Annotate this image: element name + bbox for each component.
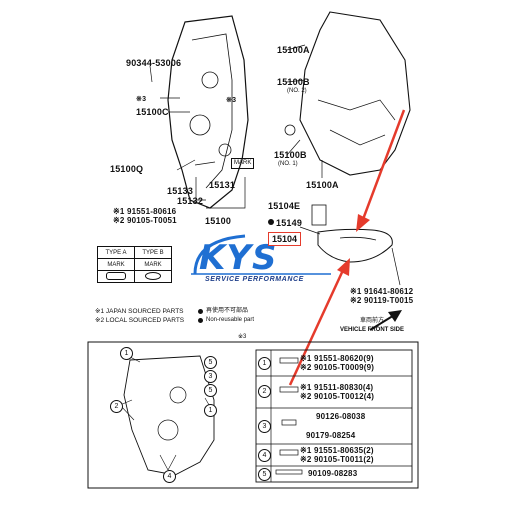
type-b-symbol — [134, 270, 172, 283]
detail-callout-4: 4 — [163, 470, 176, 483]
label-15104-highlight: 15104 — [268, 232, 302, 246]
label-no2: (NO. 2) — [287, 88, 307, 94]
label-15104E: 15104E — [268, 201, 301, 211]
label-no1: (NO. 1) — [278, 161, 298, 167]
type-a-symbol — [97, 270, 135, 283]
bolt-row-1-no: 1 — [258, 357, 271, 370]
label-15100: 15100 — [205, 216, 232, 226]
type-a-header: TYPE A — [97, 246, 135, 259]
bolt-row-2-code2: ※2 90105-T0012(4) — [300, 392, 375, 401]
label-right-code1: ※1 91641-80612 — [350, 287, 414, 296]
legend-japan: ※1 JAPAN SOURCED PARTS — [95, 308, 184, 315]
label-right-code2: ※2 90119-T0015 — [350, 296, 414, 305]
label-mark: MARK — [231, 158, 255, 169]
bolt-row-3-no: 3 — [258, 420, 271, 433]
bolt-row-3-code2: 90179-08254 — [306, 431, 356, 440]
logo-swoosh — [191, 234, 331, 275]
detail-callout-5a: 5 — [204, 356, 217, 369]
label-15100B-top: 15100B — [277, 77, 310, 87]
bolt-row-5-code1: 90109-08283 — [308, 469, 358, 478]
label-15100Q: 15100Q — [110, 164, 144, 174]
label-left-code2: ※2 90105-T0051 — [113, 216, 177, 225]
legend-front-en: VEHICLE FRONT SIDE — [340, 327, 405, 333]
bolt-row-5-no: 5 — [258, 468, 271, 481]
legend-nonreusable-cn: 再使用不可部品 — [206, 308, 249, 314]
label-15100C: 15100C — [136, 107, 169, 117]
label-15100A-mid: 15100A — [306, 180, 339, 190]
detail-callout-1a: 1 — [120, 347, 133, 360]
bolt-row-4-code2: ※2 90105-T0011(2) — [300, 455, 374, 464]
detail-mark: ※3 — [238, 334, 247, 340]
detail-callout-5b: 5 — [204, 384, 217, 397]
label-x3-right: ※3 — [226, 97, 237, 104]
bolt-row-1-code1: ※1 91551-80620(9) — [300, 354, 374, 363]
legend-front-cn: 車両前方 — [360, 318, 385, 324]
logo-text: KYS — [199, 238, 278, 278]
kys-logo: KYS SERVICE PERFORMANCE — [185, 230, 335, 290]
bolt-row-4-no: 4 — [258, 449, 271, 462]
label-90344-53006: 90344-53006 — [126, 58, 182, 68]
label-15100B-mid: 15100B — [274, 150, 307, 160]
bolt-row-3-code1: 90126-08038 — [316, 412, 366, 421]
bolt-row-2-code1: ※1 91511-80830(4) — [300, 383, 374, 392]
legend-dot-2 — [198, 318, 203, 323]
label-15100A-top: 15100A — [277, 45, 310, 55]
nonreusable-dot — [268, 219, 274, 225]
label-x3-left: ※3 — [136, 96, 147, 103]
detail-callout-3: 3 — [204, 370, 217, 383]
bolt-row-2-no: 2 — [258, 385, 271, 398]
label-15149: 15149 — [276, 218, 303, 228]
detail-callout-2: 2 — [110, 400, 123, 413]
legend-local: ※2 LOCAL SOURCED PARTS — [95, 317, 185, 324]
type-b-mark: MARK — [134, 258, 172, 271]
label-15132: 15132 — [177, 196, 204, 206]
detail-callout-1b: 1 — [204, 404, 217, 417]
label-15133: 15133 — [167, 186, 194, 196]
legend-dot-1 — [198, 309, 203, 314]
legend-nonreusable-en: Non-reusable part — [206, 317, 255, 323]
label-left-code1: ※1 91551-80616 — [113, 207, 177, 216]
type-b-header: TYPE B — [134, 246, 172, 259]
bolt-row-1-code2: ※2 90105-T0009(9) — [300, 363, 375, 372]
bolt-row-4-code1: ※1 91551-80635(2) — [300, 446, 374, 455]
logo-subtitle: SERVICE PERFORMANCE — [205, 276, 304, 283]
type-a-mark: MARK — [97, 258, 135, 271]
label-15131: 15131 — [209, 180, 236, 190]
